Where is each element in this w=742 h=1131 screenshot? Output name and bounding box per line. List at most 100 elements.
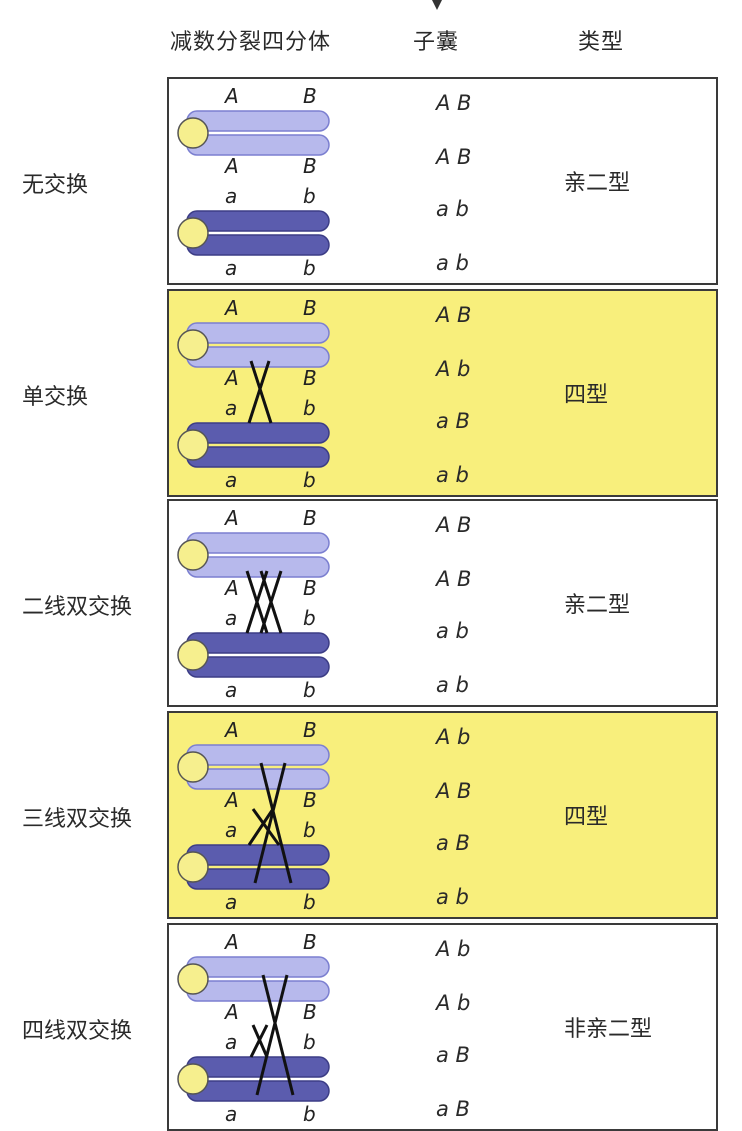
row-label: 无交换 bbox=[22, 173, 89, 198]
centromere bbox=[177, 429, 209, 461]
allele-label: a bbox=[225, 606, 237, 630]
spore-genotype: a b bbox=[436, 197, 469, 221]
chromatid-dark bbox=[186, 844, 330, 866]
allele-label: a bbox=[225, 678, 237, 702]
allele-label: A bbox=[223, 718, 239, 742]
allele-label: B bbox=[303, 1000, 317, 1024]
spore-genotype: a B bbox=[436, 831, 470, 855]
allele-label: B bbox=[303, 84, 317, 108]
allele-label: a bbox=[225, 184, 237, 208]
allele-label: B bbox=[303, 366, 317, 390]
allele-label: B bbox=[303, 296, 317, 320]
allele-label: A bbox=[223, 930, 239, 954]
allele-label: a bbox=[225, 1030, 237, 1054]
crossover-line bbox=[249, 360, 273, 424]
centromere bbox=[177, 539, 209, 571]
spore-genotype: A B bbox=[436, 567, 472, 591]
allele-label: A bbox=[223, 366, 239, 390]
row-label: 三线双交换 bbox=[22, 807, 133, 832]
allele-label: A bbox=[223, 154, 239, 178]
chromatid-light bbox=[186, 322, 330, 344]
spore-genotype: A b bbox=[436, 357, 471, 381]
crossover-line bbox=[259, 762, 293, 884]
tetrad-type: 非亲二型 bbox=[564, 1017, 653, 1042]
chromatid-light bbox=[186, 134, 330, 156]
spore-genotype: A b bbox=[436, 937, 471, 961]
allele-label: a bbox=[225, 468, 237, 492]
spore-genotype: A B bbox=[436, 145, 472, 169]
allele-label: a bbox=[225, 890, 237, 914]
tetrad-diagram: A B A Ba b a b bbox=[177, 718, 330, 914]
chromatid-light bbox=[186, 956, 330, 978]
spore-genotype: A b bbox=[436, 725, 471, 749]
allele-label: A bbox=[223, 506, 239, 530]
spore-genotype: a B bbox=[436, 409, 470, 433]
allele-label: A bbox=[223, 788, 239, 812]
centromere bbox=[177, 217, 209, 249]
chromatid-dark bbox=[186, 656, 330, 678]
chromatid-dark bbox=[186, 234, 330, 256]
header-type: 类型 bbox=[578, 30, 625, 55]
chromatid-light bbox=[186, 346, 330, 368]
tetrad-type: 四型 bbox=[564, 805, 609, 830]
allele-label: a bbox=[225, 1102, 237, 1126]
crossover-line bbox=[253, 762, 287, 884]
allele-label: b bbox=[303, 1030, 316, 1054]
row-label: 四线双交换 bbox=[22, 1019, 133, 1044]
tetrad-type: 四型 bbox=[564, 383, 609, 408]
tetrad-type: 亲二型 bbox=[564, 593, 631, 618]
chromatid-dark bbox=[186, 422, 330, 444]
allele-label: a bbox=[225, 818, 237, 842]
header-tetrad: 减数分裂四分体 bbox=[170, 30, 332, 55]
spore-genotype: A B bbox=[436, 513, 472, 537]
centromere bbox=[177, 851, 209, 883]
chromatid-dark bbox=[186, 632, 330, 654]
chromatid-light bbox=[186, 532, 330, 554]
allele-label: b bbox=[303, 818, 316, 842]
allele-label: b bbox=[303, 1102, 316, 1126]
spore-genotype: a B bbox=[436, 1097, 470, 1121]
allele-label: b bbox=[303, 468, 316, 492]
allele-label: b bbox=[303, 890, 316, 914]
chromatid-light bbox=[186, 110, 330, 132]
spore-genotype: a b bbox=[436, 673, 469, 697]
chromatid-dark bbox=[186, 1056, 330, 1078]
row-label: 单交换 bbox=[22, 385, 89, 410]
tetrad-type: 亲二型 bbox=[564, 171, 631, 196]
chromatid-light bbox=[186, 744, 330, 766]
crossover-line bbox=[247, 360, 271, 424]
allele-label: A bbox=[223, 84, 239, 108]
top-arrow-icon bbox=[432, 0, 442, 10]
chromatid-light bbox=[186, 980, 330, 1002]
allele-label: b bbox=[303, 184, 316, 208]
allele-label: b bbox=[303, 678, 316, 702]
chromatid-dark bbox=[186, 446, 330, 468]
chromatid-dark bbox=[186, 210, 330, 232]
allele-label: A bbox=[223, 1000, 239, 1024]
centromere bbox=[177, 1063, 209, 1095]
allele-label: B bbox=[303, 788, 317, 812]
crossover-line bbox=[255, 974, 289, 1096]
centromere bbox=[177, 117, 209, 149]
allele-label: B bbox=[303, 576, 317, 600]
spore-genotype: a b bbox=[436, 619, 469, 643]
centromere bbox=[177, 963, 209, 995]
allele-label: B bbox=[303, 506, 317, 530]
allele-label: b bbox=[303, 606, 316, 630]
chromatid-light bbox=[186, 556, 330, 578]
spore-genotype: A B bbox=[436, 303, 472, 327]
spore-genotype: A b bbox=[436, 991, 471, 1015]
allele-label: B bbox=[303, 718, 317, 742]
crossover-line bbox=[259, 570, 283, 634]
centromere bbox=[177, 329, 209, 361]
centromere bbox=[177, 751, 209, 783]
centromere bbox=[177, 639, 209, 671]
